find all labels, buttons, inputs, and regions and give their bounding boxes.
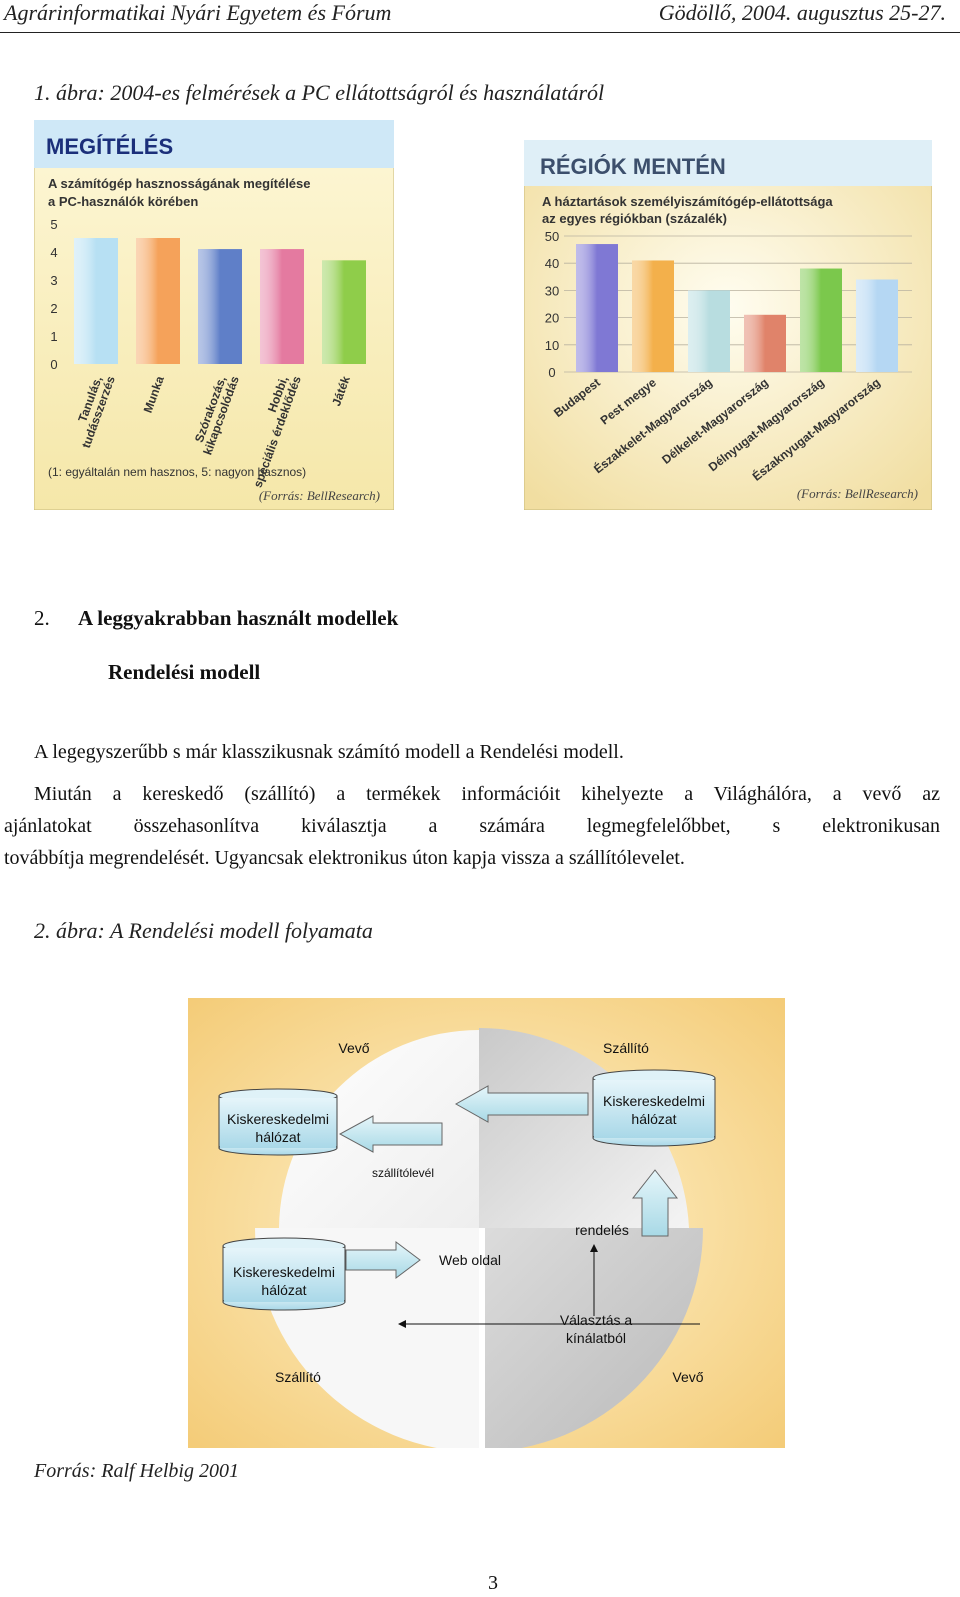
network-bottom-line2: hálózat — [261, 1282, 306, 1298]
figure2-source: Forrás: Ralf Helbig 2001 — [34, 1460, 239, 1482]
chart1-ytick: 1 — [50, 329, 57, 344]
chart1-subtitle-line2: a PC-használók körében — [48, 194, 198, 209]
network-left-top-line1: Kiskereskedelmi — [227, 1111, 329, 1127]
header-left: Agrárinformatikai Nyári Egyetem és Fórum — [4, 0, 392, 25]
thin-arrow-up-head — [590, 1244, 598, 1252]
chart2-ytick: 0 — [548, 365, 555, 380]
chart2-bar-shine — [632, 260, 674, 372]
valasztas-line1: Választás a — [560, 1312, 633, 1328]
chart1-bar-shine — [260, 249, 304, 364]
rendelesi-modell-diagram: Vevő Szállító Kiskereskedelmi hálózat Ki… — [188, 998, 785, 1448]
chart2-subtitle-line1: A háztartások személyiszámítógép-ellátot… — [542, 194, 833, 209]
chart2-subtitle-line2: az egyes régiókban (százalék) — [542, 211, 727, 226]
chart1-title-band — [34, 120, 394, 168]
chart2-bar-shine — [576, 244, 618, 372]
chart2-ytick: 40 — [545, 256, 559, 271]
page-number: 3 — [488, 1572, 498, 1594]
chart1-bar-shine — [74, 238, 118, 364]
chart2-ytick: 20 — [545, 311, 559, 326]
chart1-ytick: 5 — [50, 217, 57, 232]
chart2-title: RÉGIÓK MENTÉN — [540, 154, 726, 179]
quadrant-divider — [479, 1228, 485, 1448]
chart1-bar-shine — [322, 260, 366, 364]
paragraph-1: A legegyszerűbb s már klasszikusnak szám… — [34, 741, 624, 763]
chart2-title-band — [524, 140, 932, 186]
label-web-oldal: Web oldal — [439, 1252, 501, 1268]
chart1-ytick: 2 — [50, 301, 57, 316]
section-subtitle: Rendelési modell — [108, 660, 261, 684]
chart2-source: (Forrás: BellResearch) — [797, 486, 918, 501]
valasztas-line2: kínálatból — [566, 1330, 626, 1346]
chart2-ytick: 30 — [545, 283, 559, 298]
label-rendeles: rendelés — [575, 1222, 629, 1238]
chart1-ytick: 3 — [50, 273, 57, 288]
chart2-ytick: 10 — [545, 338, 559, 353]
chart-megiteles: MEGÍTÉLÉS A számítógép hasznosságának me… — [34, 120, 394, 510]
arrow-left-lower — [338, 1115, 443, 1153]
chart1-ytick: 0 — [50, 357, 57, 372]
chart2-bar-shine — [688, 290, 730, 372]
chart2-bar-shine — [800, 268, 842, 372]
paragraph-2-line3: továbbítja megrendelését. Ugyancsak elek… — [4, 847, 685, 869]
header-right: Gödöllő, 2004. augusztus 25-27. — [658, 0, 946, 25]
network-right-top-line1: Kiskereskedelmi — [603, 1093, 705, 1109]
label-vevo-bottom: Vevő — [672, 1369, 703, 1385]
arrow-left-upper — [454, 1085, 589, 1123]
chart-regiok-menten: RÉGIÓK MENTÉN A háztartások személyiszám… — [524, 140, 932, 510]
arrow-up — [631, 1169, 679, 1237]
cylinder-network-left-top: Kiskereskedelmi hálózat — [218, 1088, 338, 1156]
thin-arrow-left-head — [398, 1320, 406, 1328]
chart1-subtitle-line1: A számítógép hasznosságának megítélése — [48, 176, 311, 191]
cylinder-network-bottom: Kiskereskedelmi hálózat — [222, 1237, 346, 1311]
header-rule — [0, 32, 960, 33]
figure1-caption: 1. ábra: 2004-es felmérések a PC ellátot… — [34, 80, 605, 105]
network-bottom-line1: Kiskereskedelmi — [233, 1264, 335, 1280]
label-szallito-bottom: Szállító — [275, 1369, 321, 1385]
network-left-top-line2: hálózat — [255, 1129, 300, 1145]
cylinder-network-right-top: Kiskereskedelmi hálózat — [592, 1069, 716, 1147]
paragraph-2-line1: Miután a kereskedő (szállító) a termékek… — [34, 783, 940, 805]
arrow-right — [345, 1241, 421, 1279]
quadrant-top-right — [479, 1027, 689, 1228]
chart1-title: MEGÍTÉLÉS — [46, 134, 173, 159]
chart1-bar-shine — [136, 238, 180, 364]
chart1-bar-shine — [198, 249, 242, 364]
chart1-source: (Forrás: BellResearch) — [259, 488, 380, 503]
chart2-ytick: 50 — [545, 229, 559, 244]
section-title: A leggyakrabban használt modellek — [78, 606, 399, 630]
chart1-ytick: 4 — [50, 245, 57, 260]
section-number: 2. — [34, 606, 50, 630]
label-szallito-top: Szállító — [603, 1040, 649, 1056]
chart1-footnote: (1: egyáltalán nem hasznos, 5: nagyon ha… — [48, 465, 306, 479]
paragraph-2-line2: ajánlatokat összehasonlítva kiválasztja … — [4, 815, 940, 837]
figure2-caption: 2. ábra: A Rendelési modell folyamata — [34, 918, 373, 943]
chart2-bar-shine — [744, 314, 786, 372]
chart2-bar-shine — [856, 279, 898, 372]
label-vevo-top: Vevő — [338, 1040, 369, 1056]
label-szallitolevel: szállítólevél — [372, 1166, 434, 1180]
network-right-top-line2: hálózat — [631, 1111, 676, 1127]
quadrant-bottom-right — [479, 1228, 703, 1448]
